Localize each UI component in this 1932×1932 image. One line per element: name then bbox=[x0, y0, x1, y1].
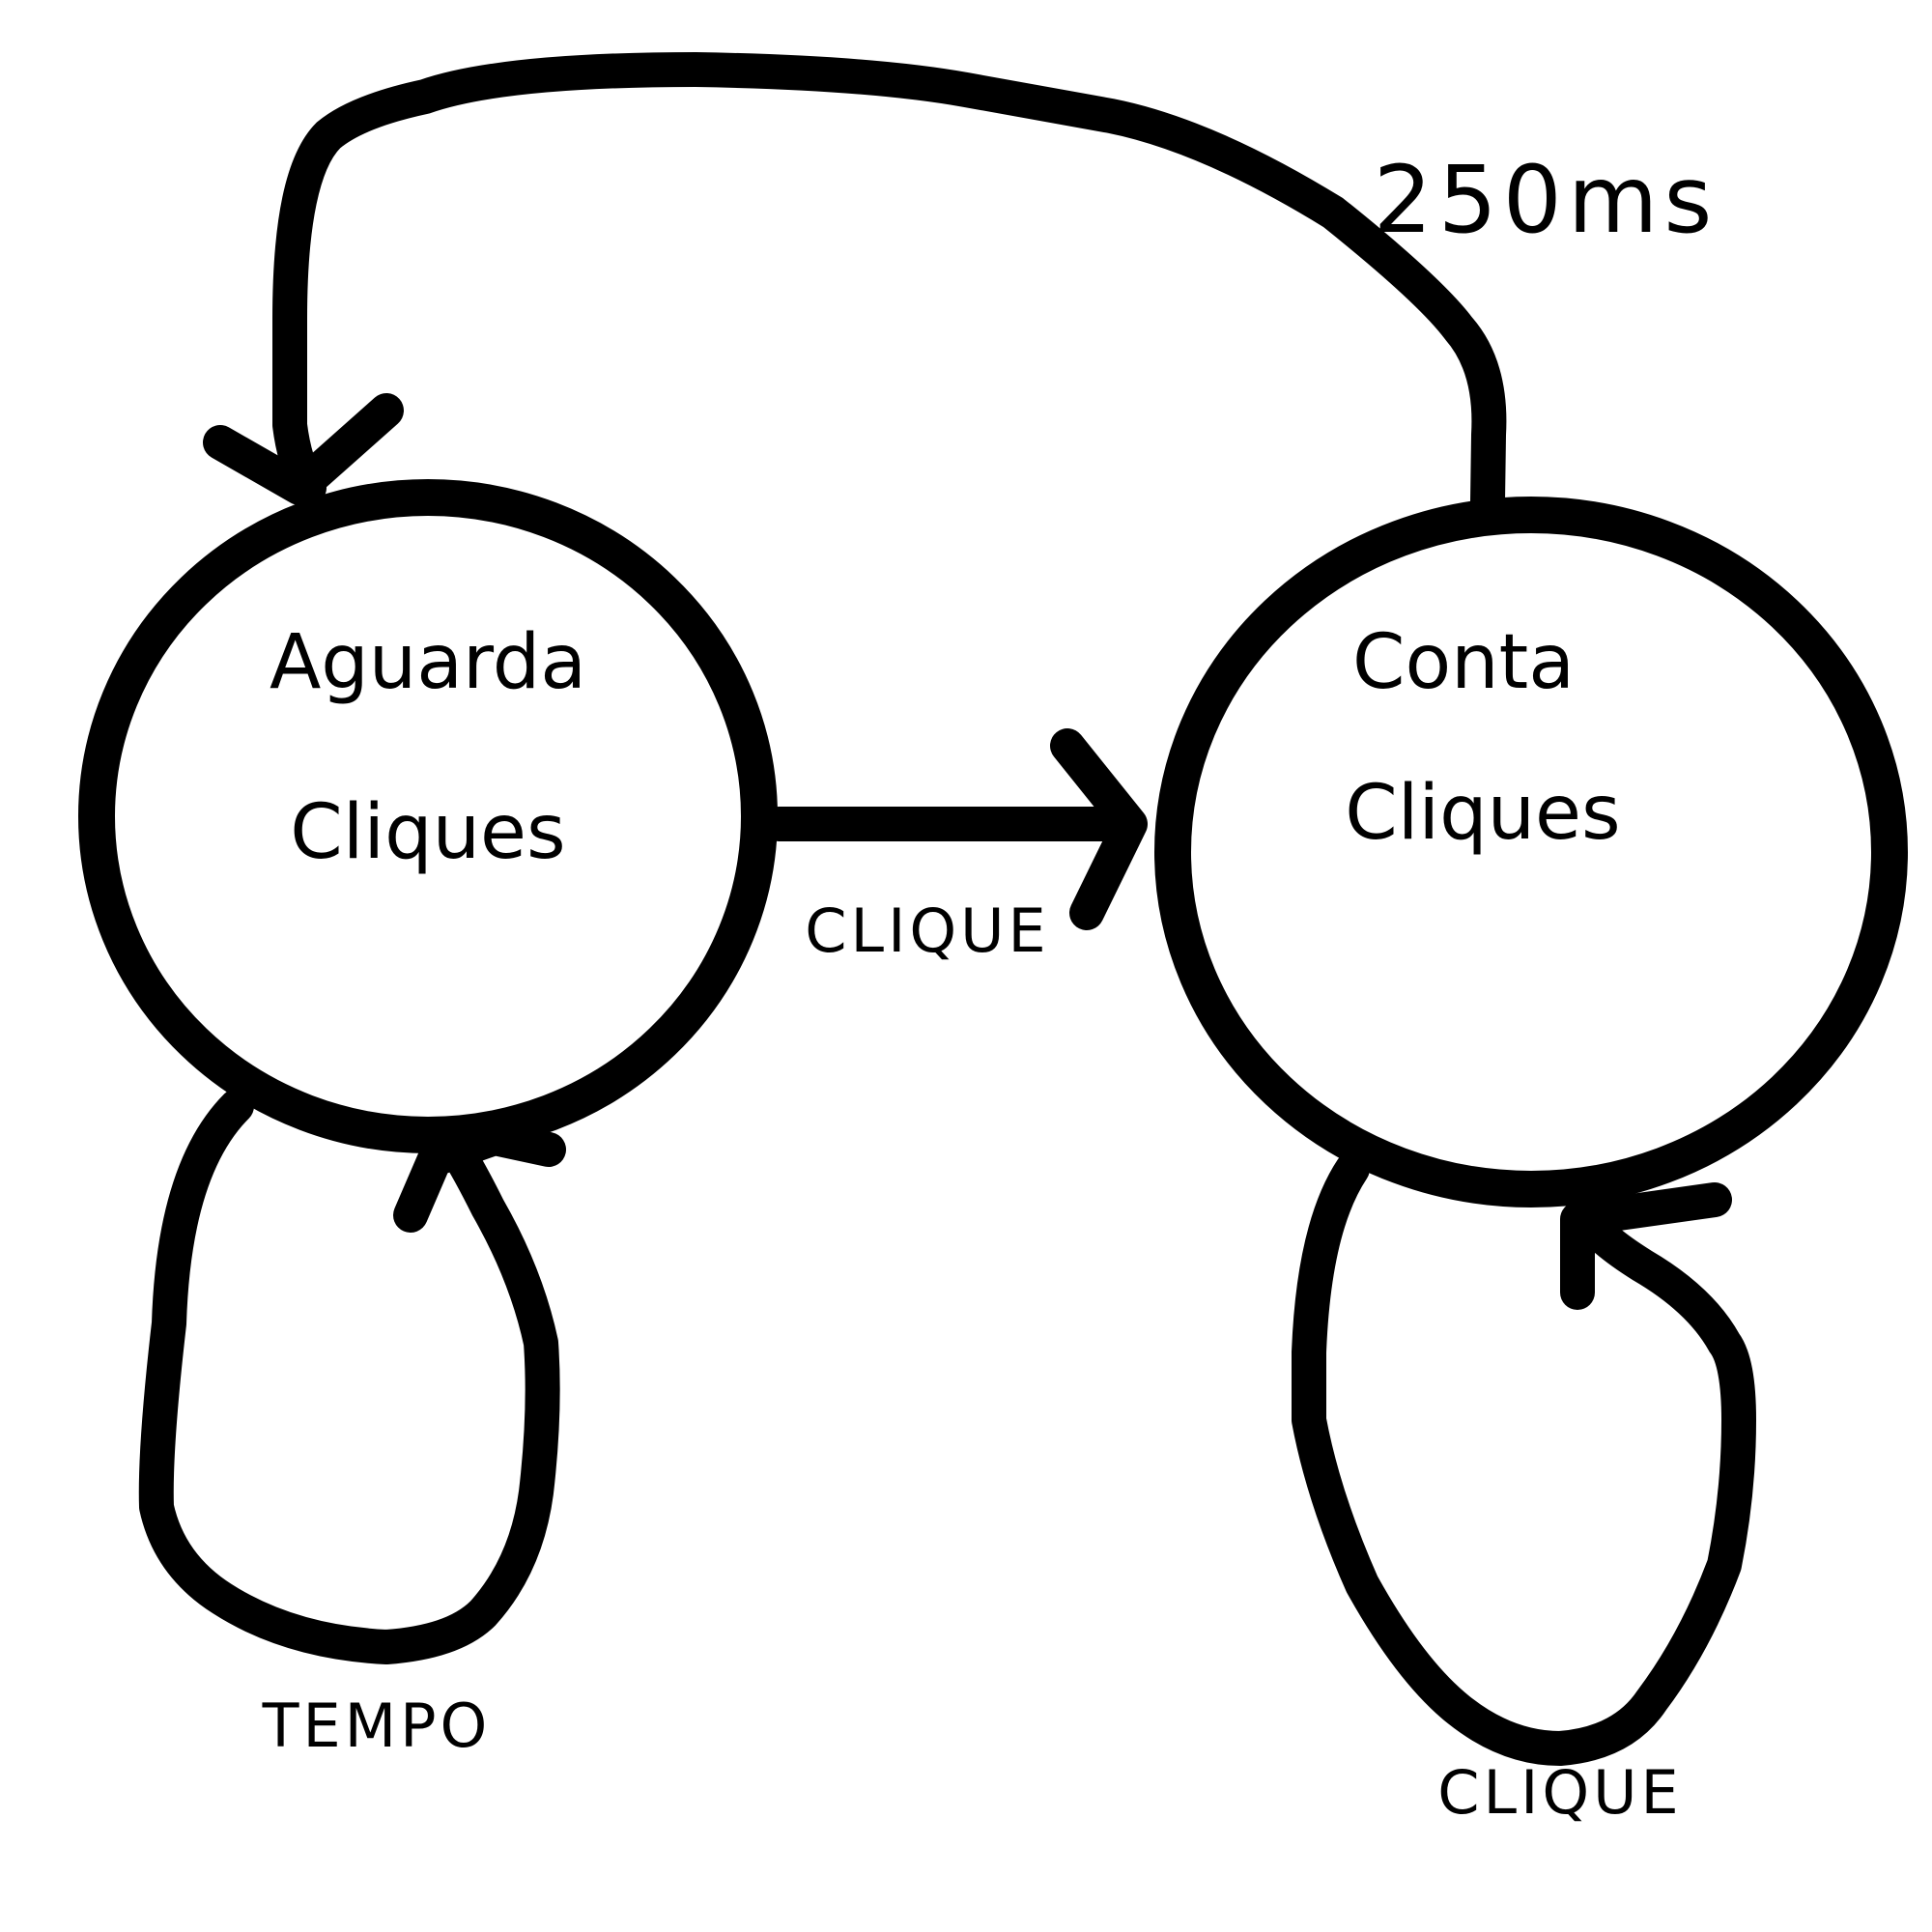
transition-aguarda-to-conta bbox=[761, 728, 1148, 930]
self-loop-conta bbox=[1292, 1151, 1756, 1766]
transition-aguarda-self bbox=[138, 1089, 566, 1664]
transition-label-conta-self: CLIQUE bbox=[1437, 1757, 1682, 1828]
arrowhead-self-conta bbox=[1560, 1182, 1732, 1310]
arrowhead-top-arc bbox=[203, 393, 404, 505]
transition-conta-self bbox=[1292, 1151, 1756, 1766]
transition-arc-top bbox=[272, 52, 1507, 520]
transition-label-aguarda-self: TEMPO bbox=[262, 1690, 492, 1761]
state-aguarda-cliques: Aguarda Cliques bbox=[78, 479, 778, 1153]
state-circle-conta bbox=[1154, 497, 1908, 1208]
self-loop-aguarda bbox=[138, 1089, 560, 1664]
state-label-aguarda-line2: Cliques bbox=[290, 789, 565, 876]
state-label-conta-line1: Conta bbox=[1352, 619, 1575, 706]
transition-label-conta-to-aguarda: 250ms bbox=[1374, 146, 1719, 254]
arrowhead-middle bbox=[1050, 728, 1148, 930]
transition-conta-to-aguarda bbox=[203, 52, 1507, 520]
state-label-conta-line2: Cliques bbox=[1345, 770, 1620, 857]
state-conta-cliques: Conta Cliques bbox=[1154, 497, 1908, 1208]
state-label-aguarda-line1: Aguarda bbox=[270, 619, 586, 706]
transition-label-aguarda-to-conta: CLIQUE bbox=[805, 895, 1049, 966]
state-circle-aguarda bbox=[78, 479, 778, 1153]
